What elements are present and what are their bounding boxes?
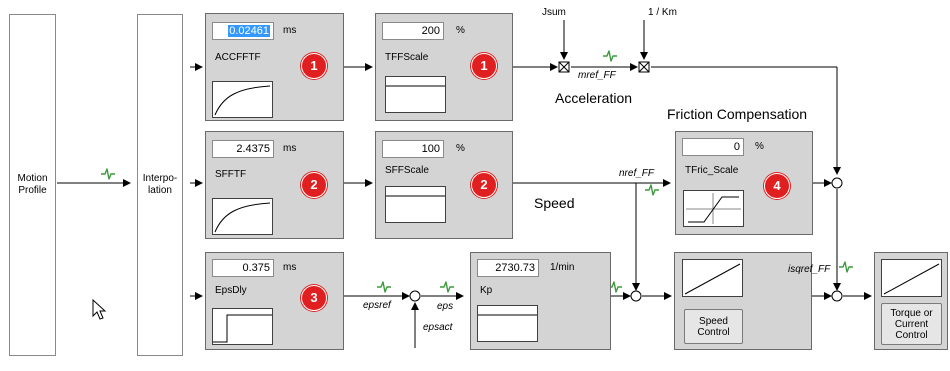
- accfftf-name: ACCFFTF: [215, 52, 261, 63]
- sum-node-friction: [831, 177, 843, 189]
- torque-control-block[interactable]: Torque or Current Control: [874, 252, 948, 350]
- epsact-label: epsact: [423, 322, 453, 333]
- epsdly-badge: 3: [301, 285, 327, 311]
- signal-monitor-icon[interactable]: [440, 281, 454, 293]
- speed-control-plot: [682, 259, 743, 297]
- epsdly-unit: ms: [283, 262, 297, 273]
- accfftf-badge: 1: [301, 53, 327, 79]
- jsum-label: Jsum: [542, 7, 566, 18]
- speed-control-block[interactable]: Speed Control: [674, 252, 812, 350]
- eps-label: eps: [437, 301, 454, 312]
- speed-label: Speed: [534, 195, 575, 211]
- sfftf-block[interactable]: 2.4375 ms SFFTF 2: [205, 131, 344, 239]
- signal-monitor-icon[interactable]: [645, 184, 659, 196]
- signal-monitor-icon[interactable]: [603, 50, 617, 62]
- tffscale-unit: %: [456, 25, 465, 36]
- tfric-characteristic-plot: [683, 190, 744, 227]
- mouse-cursor-icon: [92, 298, 107, 320]
- sfftf-badge: 2: [301, 172, 327, 198]
- sffscale-value-input[interactable]: 100: [382, 140, 444, 158]
- epsref-label: epsref: [363, 300, 391, 311]
- sffscale-badge: 2: [471, 172, 497, 198]
- kp-block[interactable]: 2730.73 1/min Kp: [470, 252, 611, 350]
- signal-monitor-icon[interactable]: [608, 281, 622, 293]
- tffscale-badge: 1: [471, 53, 497, 79]
- sum-node-torque: [831, 290, 843, 302]
- interpolation-block[interactable]: Interpo- lation: [137, 14, 183, 356]
- sffscale-block[interactable]: 100 % SFFScale 2: [375, 131, 513, 239]
- interpolation-label: Interpo- lation: [142, 173, 178, 196]
- signal-monitor-icon[interactable]: [839, 261, 853, 273]
- signal-monitor-icon[interactable]: [377, 281, 391, 293]
- accfftf-value-input[interactable]: 0.02461: [212, 22, 274, 40]
- tffscale-block[interactable]: 200 % TFFScale 1: [375, 13, 513, 121]
- one-over-km-label: 1 / Km: [648, 7, 677, 18]
- kp-name: Kp: [480, 285, 493, 296]
- tffscale-response-plot: [385, 76, 446, 113]
- speed-control-button[interactable]: Speed Control: [684, 309, 743, 344]
- tffscale-name: TFFScale: [385, 52, 429, 63]
- epsdly-block[interactable]: 0.375 ms EpsDly 3: [205, 252, 344, 350]
- sum-node-speed: [630, 290, 642, 302]
- sffscale-name: SFFScale: [385, 165, 429, 176]
- nref-ff-label: nref_FF: [619, 168, 655, 179]
- mref-ff-label: mref_FF: [578, 70, 616, 81]
- tfric-badge: 4: [764, 173, 790, 199]
- tfric-name: TFric_Scale: [685, 165, 739, 176]
- motion-profile-block[interactable]: Motion Profile: [9, 14, 56, 356]
- tfric-value-input[interactable]: 0: [682, 138, 744, 156]
- tfric-block[interactable]: 0 % TFric_Scale 4: [675, 131, 813, 235]
- accfftf-response-plot: [212, 81, 273, 118]
- kp-value-input[interactable]: 2730.73: [477, 259, 539, 277]
- tfric-unit: %: [755, 141, 764, 152]
- acceleration-label: Acceleration: [555, 90, 633, 106]
- sfftf-name: SFFTF: [215, 169, 247, 180]
- kp-unit: 1/min: [550, 262, 575, 273]
- sfftf-unit: ms: [283, 143, 297, 154]
- torque-control-button[interactable]: Torque or Current Control: [881, 303, 942, 345]
- signal-monitor-icon[interactable]: [101, 168, 115, 180]
- kp-response-plot: [477, 305, 538, 342]
- sffscale-unit: %: [456, 143, 465, 154]
- sfftf-response-plot: [212, 198, 273, 235]
- sum-node-eps: [409, 290, 421, 302]
- tffscale-value-input[interactable]: 200: [382, 22, 444, 40]
- motion-profile-label: Motion Profile: [17, 173, 48, 196]
- epsdly-response-plot: [212, 308, 273, 345]
- accfftf-block[interactable]: 0.02461 ms ACCFFTF 1: [205, 13, 344, 121]
- torque-control-plot: [881, 259, 942, 297]
- isqref-ff-label: isqref_FF: [788, 264, 831, 275]
- friction-compensation-label: Friction Compensation: [667, 106, 808, 122]
- sfftf-value-input[interactable]: 2.4375: [212, 140, 274, 158]
- epsdly-value-input[interactable]: 0.375: [212, 259, 274, 277]
- epsdly-name: EpsDly: [215, 285, 247, 296]
- sffscale-response-plot: [385, 186, 446, 223]
- accfftf-unit: ms: [283, 25, 297, 36]
